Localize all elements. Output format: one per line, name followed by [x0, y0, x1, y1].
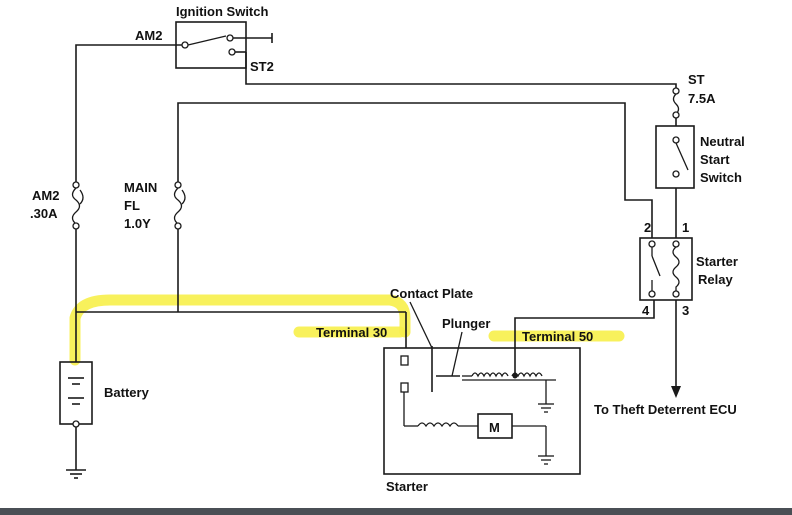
- st-fuse: ST 7.5A: [672, 72, 716, 119]
- st-fuse-rating: 7.5A: [688, 91, 716, 106]
- ignition-switch: Ignition Switch AM2 ST2: [135, 4, 274, 74]
- main-fl-label-1: MAIN: [124, 180, 157, 195]
- main-fusible-link: MAIN FL 1.0Y: [124, 180, 186, 231]
- theft-ecu-label: To Theft Deterrent ECU: [594, 402, 737, 417]
- terminal-30-label: Terminal 30: [316, 325, 387, 340]
- terminal-50-label: Terminal 50: [522, 329, 593, 344]
- starter-relay: 2 1 4 3 Starter Relay: [639, 220, 738, 318]
- am2-fuse-rating: .30A: [30, 206, 58, 221]
- am2-fuse: AM2 .30A: [30, 181, 84, 230]
- starter-relay-label-1: Starter: [696, 254, 738, 269]
- contact-plate-label: Contact Plate: [390, 286, 473, 301]
- st-fuse-label: ST: [688, 72, 705, 87]
- neutral-label-2: Start: [700, 152, 730, 167]
- relay-pin-2: 2: [644, 220, 651, 235]
- am2-fuse-label: AM2: [32, 188, 59, 203]
- st2-label: ST2: [250, 59, 274, 74]
- motor-label: M: [489, 420, 500, 435]
- neutral-label-3: Switch: [700, 170, 742, 185]
- ignition-switch-label: Ignition Switch: [176, 4, 268, 19]
- battery: Battery: [59, 361, 150, 479]
- relay-pin-3: 3: [682, 303, 689, 318]
- relay-pin-4: 4: [642, 303, 650, 318]
- plunger-label: Plunger: [442, 316, 490, 331]
- wiring: [75, 44, 681, 398]
- neutral-label-1: Neutral: [700, 134, 745, 149]
- starter-relay-label-2: Relay: [698, 272, 733, 287]
- main-fl-label-2: FL: [124, 198, 140, 213]
- battery-label: Battery: [104, 385, 150, 400]
- starter: M Starter: [383, 346, 581, 494]
- starter-label: Starter: [386, 479, 428, 494]
- relay-pin-1: 1: [682, 220, 689, 235]
- main-fl-label-3: 1.0Y: [124, 216, 151, 231]
- am2-input-label: AM2: [135, 28, 162, 43]
- neutral-start-switch: Neutral Start Switch: [655, 125, 745, 189]
- bottom-bar: [0, 508, 792, 515]
- callouts: Contact Plate Plunger Terminal 30 Termin…: [316, 286, 737, 417]
